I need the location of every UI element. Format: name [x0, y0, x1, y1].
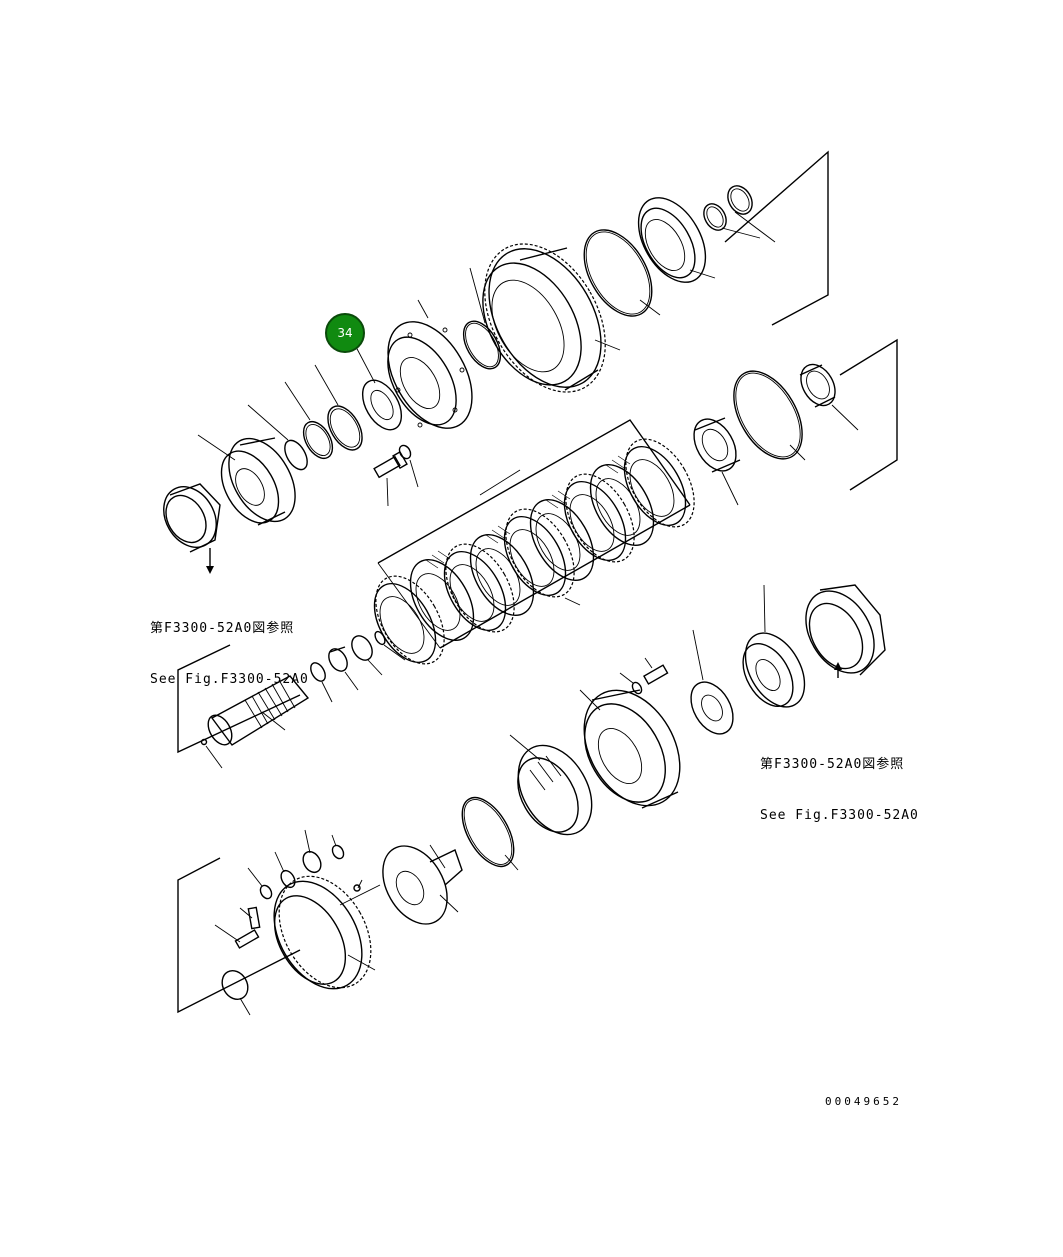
large-o-ring-top — [583, 229, 661, 317]
snap-ring-left — [247, 404, 308, 471]
large-o-ring-right — [733, 370, 806, 461]
reference-note-left: 第F3300-52A0図参照 See Fig.F3300-52A0 — [150, 586, 309, 705]
clutch-plate-4 — [443, 543, 515, 633]
planet-small-parts — [214, 829, 363, 1016]
bracket-shaft — [177, 644, 301, 754]
o-ring-mid — [462, 267, 502, 370]
snap-ring-small — [703, 203, 761, 239]
roller-bearing-left — [197, 434, 296, 526]
o-ring-lower — [461, 796, 519, 871]
reference-note-left-en: See Fig.F3300-52A0 — [150, 672, 309, 687]
shaft-small-parts — [310, 630, 406, 703]
drawing-number: 00049652 — [825, 1095, 902, 1108]
part-34-bearing — [354, 344, 403, 431]
clutch-plate-2 — [563, 473, 635, 563]
bolt-upper — [373, 450, 408, 507]
bearing-cone-right — [690, 629, 734, 735]
clutch-pack — [373, 438, 695, 665]
clutch-disc-4 — [409, 550, 475, 641]
reference-note-left-jp: 第F3300-52A0図参照 — [150, 621, 295, 636]
roller-bearing-right — [742, 584, 806, 708]
callout-34-badge[interactable]: 34 — [325, 313, 365, 353]
taper-bearing-right — [693, 417, 741, 506]
carrier-plate — [387, 299, 473, 429]
carrier-housing-lower — [579, 689, 681, 809]
reference-note-right: 第F3300-52A0図参照 See Fig.F3300-52A0 — [760, 722, 919, 841]
washer-upper — [398, 444, 419, 488]
reference-note-right-en: See Fig.F3300-52A0 — [760, 808, 919, 823]
bracket-right — [831, 338, 898, 491]
piston-cover — [637, 197, 716, 283]
thrust-washer-1 — [314, 364, 363, 451]
bolt-lower — [619, 657, 669, 695]
ring-gear-drum — [482, 243, 621, 393]
housing-cap-left — [163, 483, 221, 574]
snap-ring-top — [727, 185, 753, 215]
ring-gear-lower — [509, 734, 593, 836]
thrust-washer-2 — [284, 381, 334, 460]
clutch-plate-3 — [503, 508, 575, 598]
clutch-plate-1 — [623, 438, 695, 528]
needle-bearing-right — [799, 363, 836, 408]
planet-carrier — [273, 875, 381, 990]
housing-cap-right — [805, 584, 886, 678]
sun-gear-carrier — [382, 844, 463, 925]
bracket-bottom — [177, 857, 301, 1014]
reference-note-right-jp: 第F3300-52A0図参照 — [760, 757, 905, 772]
bracket-top-right — [724, 150, 829, 326]
input-shaft — [200, 675, 310, 769]
